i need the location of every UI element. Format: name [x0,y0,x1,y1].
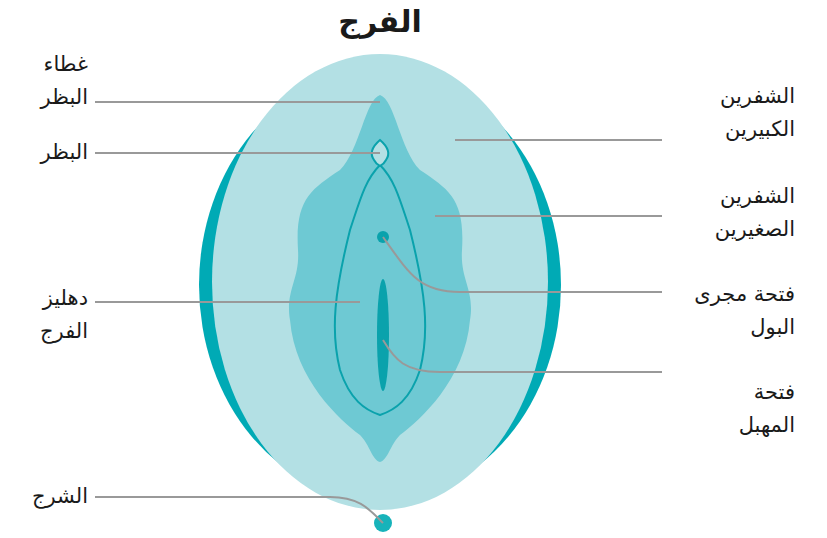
vestibule-outline [335,165,425,415]
diagram-title: الفرج [230,4,530,39]
leader-line [435,215,662,217]
part-label: فتحة المهبل [705,376,795,442]
vaginal-opening [377,279,389,391]
leader-line [95,101,380,103]
labia-majora-shape [212,54,548,510]
leader-lines [95,102,662,523]
part-label: الشرج [8,480,88,513]
part-label: دهليز الفرج [8,282,88,348]
leader-line [95,497,383,523]
part-label: فتحة مجرى البول [667,278,795,344]
part-label: الشفرين الكبيرين [690,80,795,146]
leader-line [95,152,380,154]
part-label: الشفرين الصغيرين [690,180,795,246]
leader-line [383,340,662,372]
leader-line [383,237,662,292]
part-label: البظر [8,136,88,169]
leader-line [455,139,662,141]
leader-line [95,301,360,303]
labia-minora-shape [289,95,471,462]
part-label: غطاء البظر [8,48,88,114]
